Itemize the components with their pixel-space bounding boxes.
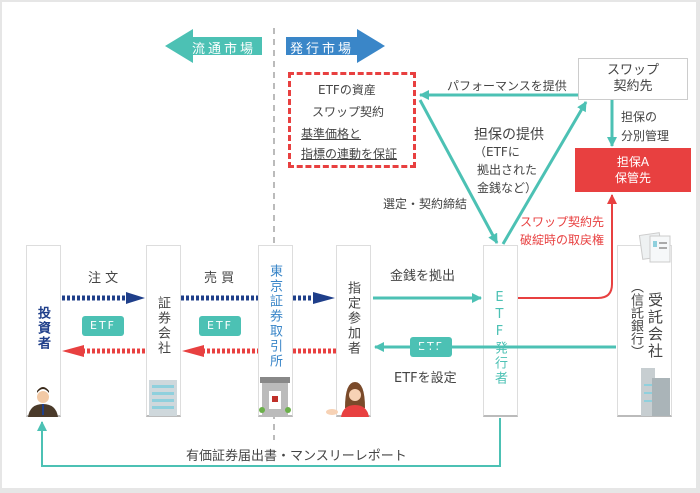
swap-counterparty-box: スワップ 契約先 xyxy=(578,58,688,100)
collateral-note-2: 拠出された xyxy=(477,163,538,177)
asset-line3: 基準価格と xyxy=(301,127,362,141)
etf-badge-investor: ETF xyxy=(82,316,124,336)
money-contribution-label: 金銭を拠出 xyxy=(390,269,456,284)
etf-issuer-label: ETF発行者 xyxy=(492,290,507,386)
tse-label: 東京証券取引所 xyxy=(267,264,282,369)
collateral-line2: 保管先 xyxy=(614,171,651,185)
authorized-participant-label: 指定参加者 xyxy=(345,281,360,356)
documents-icon xyxy=(638,232,671,263)
participant-person-icon xyxy=(326,382,369,417)
recovery-label-2: 破綻時の取戻権 xyxy=(520,233,605,247)
asset-line4: 指標の連動を保証 xyxy=(301,147,398,161)
investor-person-icon xyxy=(28,387,58,417)
selection-arrow-to-issuer xyxy=(418,99,499,244)
etf-issuer-column xyxy=(483,245,518,417)
collateral-note-3: 金銭など） xyxy=(477,181,538,195)
segregated-label-2: 分別管理 xyxy=(621,129,670,143)
trustee-building-icon xyxy=(641,368,670,416)
return-arrow-2-head xyxy=(182,345,204,357)
segregated-label-1: 担保の xyxy=(621,110,658,124)
trade-label: 売 買 xyxy=(204,271,235,286)
swap-counterparty-line2: 契約先 xyxy=(613,79,653,94)
tse-building-icon xyxy=(259,377,291,416)
trustee-label: 受託会社 xyxy=(646,292,664,360)
return-arrow-1-head xyxy=(62,345,84,357)
selection-contract-label: 選定・契約締結 xyxy=(383,197,468,211)
asset-line1: ETFの資産 xyxy=(318,83,376,97)
recovery-arrow xyxy=(518,194,617,299)
swap-counterparty-line1: スワップ xyxy=(606,63,659,78)
recovery-label-1: スワップ契約先 xyxy=(520,215,605,229)
securities-company-label: 証券会社 xyxy=(155,296,170,356)
report-arrow xyxy=(37,418,501,467)
etf-asset-box xyxy=(288,72,416,168)
collateral-custodian-box: 担保A 保管先 xyxy=(575,148,691,192)
etf-creation-label: ETFを設定 xyxy=(394,371,457,386)
report-label: 有価証券届出書・マンスリーレポート xyxy=(186,449,407,464)
secondary-market-label: 流通市場 xyxy=(192,42,257,57)
collateral-line1: 担保A xyxy=(616,155,650,169)
etf-badge-securities: ETF xyxy=(199,316,241,336)
trustee-sub-label: （信託銀行） xyxy=(628,280,643,358)
trade-arrow-head xyxy=(313,292,335,304)
collateral-arrow xyxy=(501,101,588,245)
investor-label: 投資者 xyxy=(35,306,50,351)
collateral-note-1: （ETFに xyxy=(474,145,520,159)
primary-market-arrow xyxy=(286,29,385,63)
collateral-provision-label: 担保の提供 xyxy=(474,127,544,143)
order-label: 注 文 xyxy=(88,271,119,286)
securities-building-icon xyxy=(149,380,177,416)
secondary-market-arrow xyxy=(165,29,262,63)
performance-label: パフォーマンスを提供 xyxy=(447,79,567,93)
primary-market-label: 発行市場 xyxy=(290,42,355,57)
asset-line2: スワップ契約 xyxy=(312,105,385,119)
order-arrow-1-head xyxy=(126,292,145,304)
